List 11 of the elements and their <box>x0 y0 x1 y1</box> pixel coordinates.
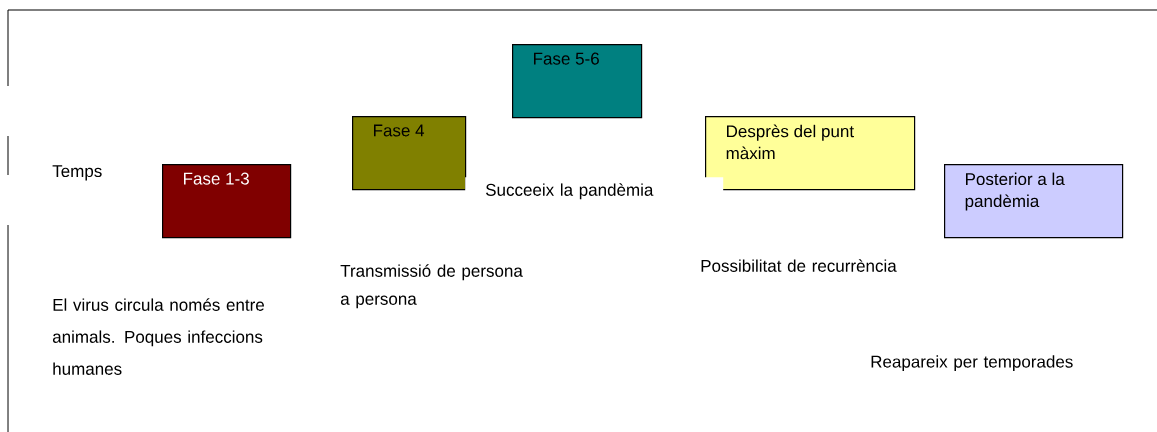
label-text: Reapareix per temporades <box>871 355 1073 372</box>
label-text: Temps <box>52 165 102 181</box>
label-text: El virus circula només entre animals. Poques infeccions humanes <box>52 298 264 375</box>
phase-box: Fase 5-6 <box>512 44 643 119</box>
label-text: Succeeix la pandèmia <box>465 177 724 206</box>
phase-box: Fase 4 <box>352 116 467 191</box>
phase-box: Fase 1-3 <box>162 164 292 239</box>
label-text: Possibilitat de recurrència <box>701 259 897 272</box>
phase-box: Desprès del punt màxim <box>705 116 916 191</box>
phase-box: Posterior a la pandèmia <box>944 164 1124 239</box>
label-text: Transmissió de persona a persona <box>340 264 523 309</box>
